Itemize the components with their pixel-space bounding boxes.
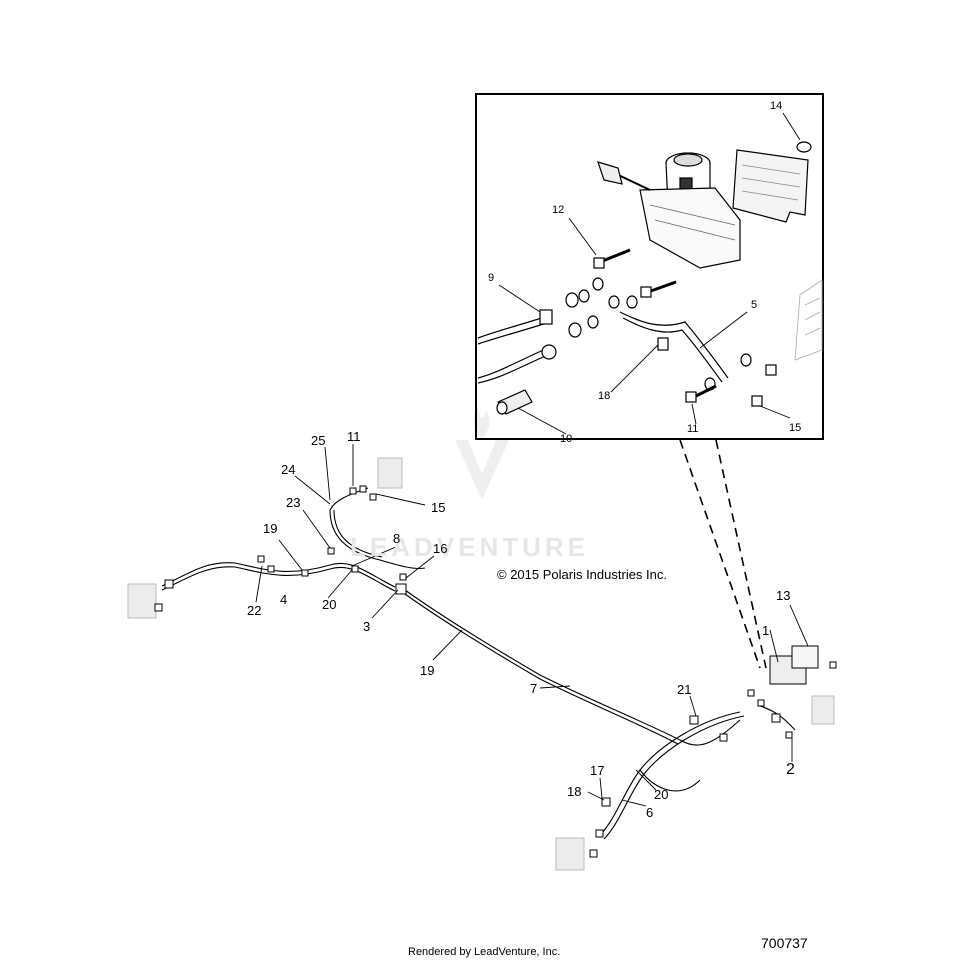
callout-5: 5 xyxy=(751,299,758,311)
watermark-logo xyxy=(455,405,509,500)
callout-11: 11 xyxy=(347,429,361,444)
callout-12: 12 xyxy=(552,204,565,216)
callout-19-upper: 19 xyxy=(263,521,278,536)
watermark-text: LEADVENTURE xyxy=(350,532,590,562)
callout-21: 21 xyxy=(677,682,692,697)
callout-9: 9 xyxy=(488,272,495,284)
copyright-notice: © 2015 Polaris Industries Inc. xyxy=(497,567,667,582)
callout-4: 4 xyxy=(280,592,288,607)
callout-10: 10 xyxy=(560,433,573,445)
detail-inset-frame xyxy=(475,93,824,440)
callout-25: 25 xyxy=(311,433,326,448)
main-brake-lines xyxy=(161,487,796,840)
callout-13: 13 xyxy=(776,588,791,603)
callout-24: 24 xyxy=(281,462,296,477)
callout-17: 17 xyxy=(590,763,605,778)
callout-1: 1 xyxy=(762,623,770,638)
callout-2: 2 xyxy=(786,761,795,778)
callout-20-upper: 20 xyxy=(322,597,337,612)
inset-fittings xyxy=(496,141,812,415)
callout-3: 3 xyxy=(363,619,371,634)
callout-22: 22 xyxy=(247,603,262,618)
callout-14: 14 xyxy=(770,100,783,112)
callout-15: 15 xyxy=(431,500,446,515)
callout-18-inset: 18 xyxy=(598,390,611,402)
callout-15-inset: 15 xyxy=(789,422,802,434)
inset-frame-shading xyxy=(794,279,823,361)
callout-20-lower: 20 xyxy=(654,787,669,802)
inset-hoses xyxy=(477,311,729,384)
callout-leaders xyxy=(255,112,809,807)
callout-11-inset: 11 xyxy=(687,423,699,435)
main-fittings xyxy=(127,457,837,871)
callout-6: 6 xyxy=(646,805,654,820)
callout-8: 8 xyxy=(393,531,401,546)
diagram-number: 700737 xyxy=(761,935,808,951)
callout-18: 18 xyxy=(567,784,582,799)
callout-16: 16 xyxy=(433,541,448,556)
callout-23: 23 xyxy=(286,495,301,510)
inset-master-cylinder xyxy=(597,149,809,269)
inset-leader-dashes xyxy=(679,439,767,669)
footer-credit: Rendered by LeadVenture, Inc. xyxy=(408,946,561,958)
callout-19-lower: 19 xyxy=(420,663,435,678)
callout-7: 7 xyxy=(530,681,538,696)
